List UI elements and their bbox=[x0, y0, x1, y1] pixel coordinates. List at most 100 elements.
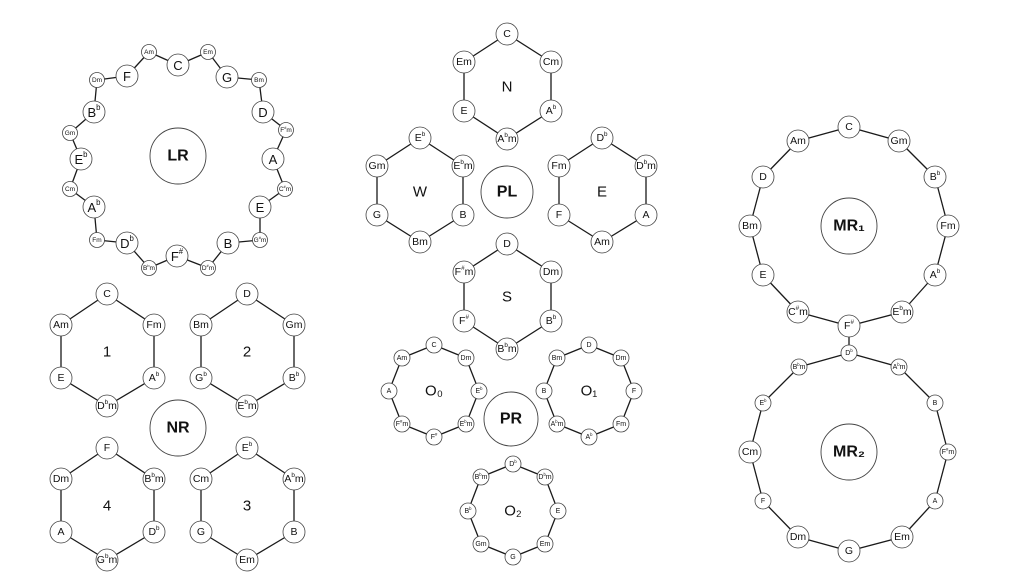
chord-node: G bbox=[837, 539, 861, 563]
chord-node-label: G#m bbox=[254, 235, 267, 244]
chord-node: B bbox=[282, 520, 306, 544]
chord-node: Bbm bbox=[495, 337, 519, 361]
chord-node-circle bbox=[452, 309, 476, 333]
chord-node-circle bbox=[547, 154, 571, 178]
hub-nr-label: NR bbox=[166, 420, 190, 437]
chord-node-circle bbox=[536, 468, 554, 486]
chord-node-circle bbox=[590, 230, 614, 254]
chord-node-label: Dbm bbox=[97, 399, 117, 412]
chord-node: Ebm bbox=[235, 394, 259, 418]
chord-node-circle bbox=[248, 195, 272, 219]
chord-node-circle bbox=[216, 231, 240, 255]
chord-node-label: Dm bbox=[543, 266, 560, 278]
chord-node: F bbox=[115, 64, 139, 88]
chord-node-label: Ab bbox=[546, 104, 557, 117]
chord-node: Dbm bbox=[95, 394, 119, 418]
chord-node-circle bbox=[495, 22, 519, 46]
chord-node-label: Dm bbox=[461, 355, 472, 362]
chord-node: E bbox=[452, 99, 476, 123]
chord-node-label: Bbm bbox=[475, 472, 488, 481]
chord-node-circle bbox=[189, 366, 213, 390]
chord-node-circle bbox=[459, 502, 477, 520]
chord-node-circle bbox=[923, 263, 947, 287]
chord-node-circle bbox=[470, 382, 488, 400]
chord-node-label: Ebm bbox=[453, 159, 473, 172]
chord-node: G bbox=[215, 65, 239, 89]
chord-node: Bbm bbox=[790, 358, 808, 376]
chord-node-circle bbox=[457, 415, 475, 433]
chord-node: G bbox=[365, 203, 389, 227]
chord-node: Abm bbox=[548, 415, 566, 433]
chord-node-label: G bbox=[373, 209, 381, 221]
chord-node: B bbox=[216, 231, 240, 255]
chord-node-circle bbox=[580, 428, 598, 446]
chord-node: D bbox=[251, 100, 275, 124]
chord-node-circle bbox=[926, 394, 944, 412]
chord-node-circle bbox=[837, 314, 861, 338]
chord-node: D bbox=[235, 282, 259, 306]
chord-node-label: Cm bbox=[193, 473, 210, 485]
chord-node-label: Bbm bbox=[793, 362, 806, 371]
chord-node-label: Bb bbox=[87, 103, 101, 120]
chord-node-label: Bbm bbox=[144, 472, 164, 485]
chord-node-label: B bbox=[933, 400, 938, 407]
hub-mr2-label: MR₂ bbox=[833, 444, 865, 461]
chord-node: F# bbox=[165, 244, 189, 268]
cycle-label-1: 1 bbox=[103, 344, 111, 361]
chord-node: C bbox=[166, 53, 190, 77]
chord-node-label: B bbox=[290, 526, 297, 538]
chord-node: Ebm bbox=[451, 154, 475, 178]
chord-node: Gm bbox=[365, 154, 389, 178]
cycle-label-o0: O₀ bbox=[425, 383, 443, 400]
chord-node-circle bbox=[95, 282, 119, 306]
chord-node: Fm bbox=[612, 415, 630, 433]
chord-node: Abm bbox=[282, 467, 306, 491]
chord-node-label: A bbox=[387, 388, 392, 395]
chord-node: D#m bbox=[200, 260, 216, 276]
chord-node-label: Db bbox=[845, 348, 853, 357]
chord-node: Dm bbox=[89, 72, 105, 88]
chord-node: D bbox=[495, 232, 519, 256]
chord-node-circle bbox=[451, 203, 475, 227]
chord-node: Dbm bbox=[634, 154, 658, 178]
chord-node-label: E bbox=[460, 105, 467, 117]
chord-node: Am bbox=[141, 44, 157, 60]
chord-node-label: B bbox=[459, 209, 466, 221]
chord-node: Fm bbox=[547, 154, 571, 178]
chord-node: F# bbox=[837, 314, 861, 338]
chord-node: Db bbox=[142, 520, 166, 544]
cycle-label-4: 4 bbox=[103, 498, 111, 515]
chord-node-label: E bbox=[57, 372, 64, 384]
chord-node-circle bbox=[452, 50, 476, 74]
chord-node-circle bbox=[887, 129, 911, 153]
chord-node-label: Gm bbox=[65, 130, 75, 137]
chord-node: Db bbox=[115, 231, 139, 255]
chord-node-circle bbox=[837, 539, 861, 563]
cycle-label-2: 2 bbox=[243, 344, 251, 361]
chord-node: E bbox=[49, 366, 73, 390]
chord-node-label: E bbox=[556, 508, 561, 515]
chord-node-circle bbox=[261, 147, 285, 171]
chord-node-circle bbox=[189, 520, 213, 544]
chord-node: Db bbox=[840, 344, 858, 362]
chord-node-circle bbox=[580, 336, 598, 354]
chord-node-label: F bbox=[761, 498, 765, 505]
chord-node-label: Ab bbox=[930, 268, 941, 281]
cycle-label-s: S bbox=[502, 289, 512, 306]
chord-node-circle bbox=[738, 440, 762, 464]
chord-node-circle bbox=[472, 535, 490, 553]
hub-mr2: MR₂ bbox=[820, 423, 878, 481]
chord-node-label: Fm bbox=[92, 237, 101, 244]
chord-node-label: Ebm bbox=[460, 419, 473, 428]
chord-node: F bbox=[547, 203, 571, 227]
chord-node: Bm bbox=[548, 349, 566, 367]
mr2-edge bbox=[798, 352, 850, 368]
chord-node-circle bbox=[451, 154, 475, 178]
chord-node: Dm bbox=[539, 260, 563, 284]
chord-node-label: Bm bbox=[552, 355, 563, 362]
chord-node-label: Gm bbox=[369, 160, 386, 172]
chord-node-label: Cm bbox=[742, 446, 759, 458]
chord-node-label: Gbm bbox=[97, 553, 118, 566]
chord-node-label: C bbox=[173, 58, 182, 73]
chord-node: Ab bbox=[82, 195, 106, 219]
